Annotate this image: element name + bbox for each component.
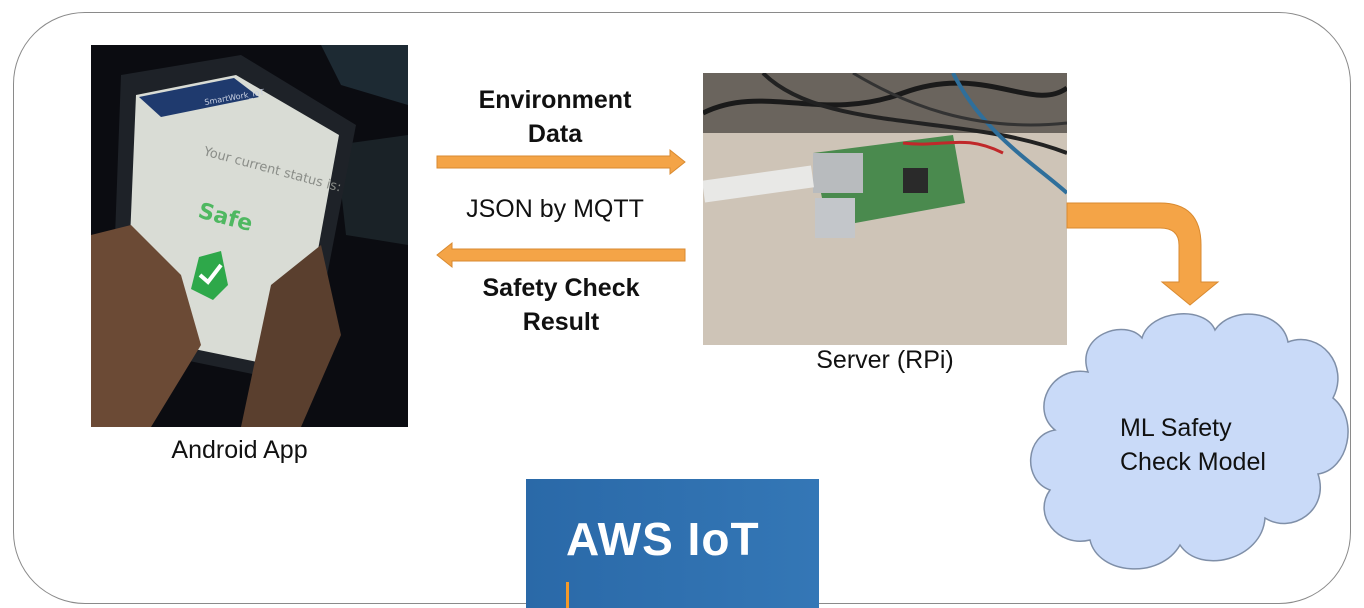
arrow-top-label-line1: Environment (478, 86, 632, 114)
arrow-bottom-label-line1: Safety Check (482, 274, 640, 302)
cloud-label-line1: ML Safety (1120, 414, 1232, 442)
aws-logo-accent-bar (566, 582, 569, 608)
ml-cloud-shape (1029, 313, 1349, 570)
android-app-photo: Your current status is: Safe SmartWork_I… (91, 45, 408, 427)
aws-iot-logo: AWS IoT (526, 479, 819, 608)
server-rpi-photo (703, 73, 1067, 345)
arrow-bottom-label-line2: Result (522, 308, 600, 336)
raspberry-pi-illustration (703, 73, 1067, 345)
arrow-server-to-cloud (1066, 202, 1220, 306)
cloud-label-line2: Check Model (1120, 448, 1266, 476)
arrow-to-android (436, 241, 686, 269)
android-phone-illustration: Your current status is: Safe SmartWork_I… (91, 45, 408, 427)
aws-iot-logo-text: AWS IoT (566, 513, 760, 565)
android-app-caption: Android App (171, 436, 308, 464)
arrow-to-server (436, 148, 686, 176)
arrow-top-label-line2: Data (527, 120, 583, 148)
server-rpi-caption: Server (RPi) (816, 346, 954, 374)
protocol-label: JSON by MQTT (466, 195, 644, 223)
